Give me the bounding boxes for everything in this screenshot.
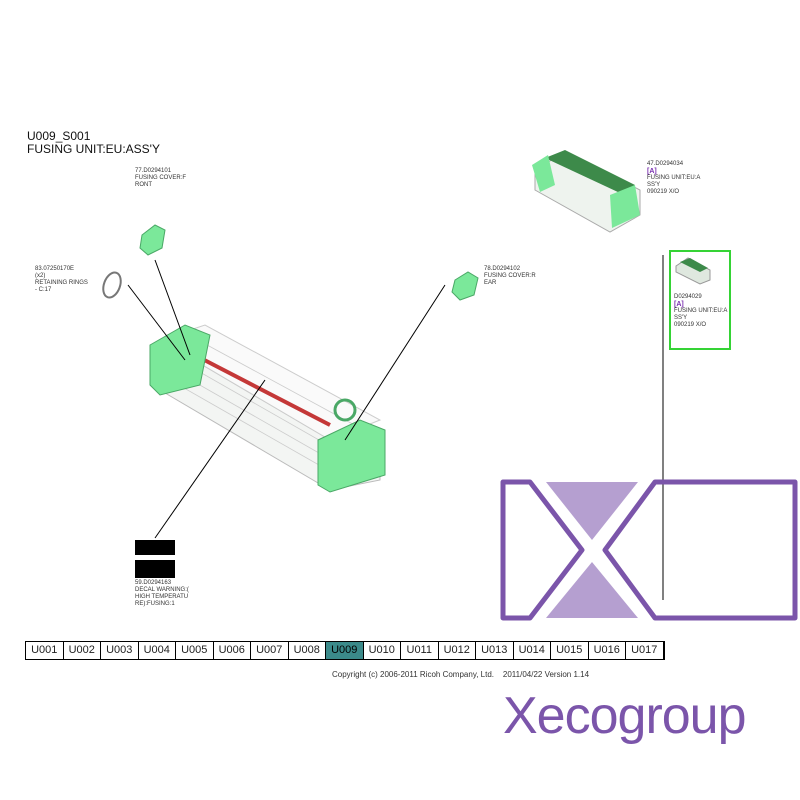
- part-label-83[interactable]: 83.07250170E(x2)RETAINING RINGS- C:17: [35, 266, 88, 293]
- nav-tab-u016[interactable]: U016: [589, 642, 626, 659]
- nav-tab-u014[interactable]: U014: [514, 642, 551, 659]
- nav-tab-u006[interactable]: U006: [214, 642, 251, 659]
- page-title: U009_S001 FUSING UNIT:EU:ASS'Y: [27, 130, 160, 156]
- section-code: U009_S001: [27, 129, 91, 143]
- nav-tab-u011[interactable]: U011: [401, 642, 439, 659]
- heat-roller: [184, 348, 331, 427]
- nav-tab-u013[interactable]: U013: [476, 642, 514, 659]
- nav-tab-u001[interactable]: U001: [26, 642, 64, 659]
- nav-tab-u005[interactable]: U005: [176, 642, 214, 659]
- section-title: FUSING UNIT:EU:ASS'Y: [27, 142, 160, 156]
- nav-tab-u010[interactable]: U010: [364, 642, 401, 659]
- decal-part[interactable]: [135, 540, 175, 578]
- footer: Copyright (c) 2006-2011 Ricoh Company, L…: [332, 670, 590, 679]
- selected-thumbnail-image: [675, 257, 711, 285]
- assembly-image[interactable]: [532, 150, 641, 233]
- nav-tab-u017[interactable]: U017: [626, 642, 664, 659]
- nav-tab-u012[interactable]: U012: [439, 642, 476, 659]
- nav-tab-u003[interactable]: U003: [101, 642, 139, 659]
- front-cover-part[interactable]: [139, 224, 166, 256]
- nav-tab-u008[interactable]: U008: [289, 642, 326, 659]
- xecogroup-watermark-text: Xecogroup: [503, 687, 747, 745]
- retaining-ring-part[interactable]: [100, 270, 124, 300]
- rear-cover-part[interactable]: [451, 271, 479, 301]
- fusing-unit-drawing[interactable]: [149, 324, 386, 493]
- nav-tab-u009[interactable]: U009: [326, 642, 364, 659]
- xecogroup-logo: [500, 479, 798, 621]
- leader-lines: [127, 255, 664, 600]
- nav-tab-u002[interactable]: U002: [64, 642, 101, 659]
- nav-tab-u015[interactable]: U015: [551, 642, 589, 659]
- nav-tab-u004[interactable]: U004: [139, 642, 176, 659]
- nav-tab-u007[interactable]: U007: [251, 642, 289, 659]
